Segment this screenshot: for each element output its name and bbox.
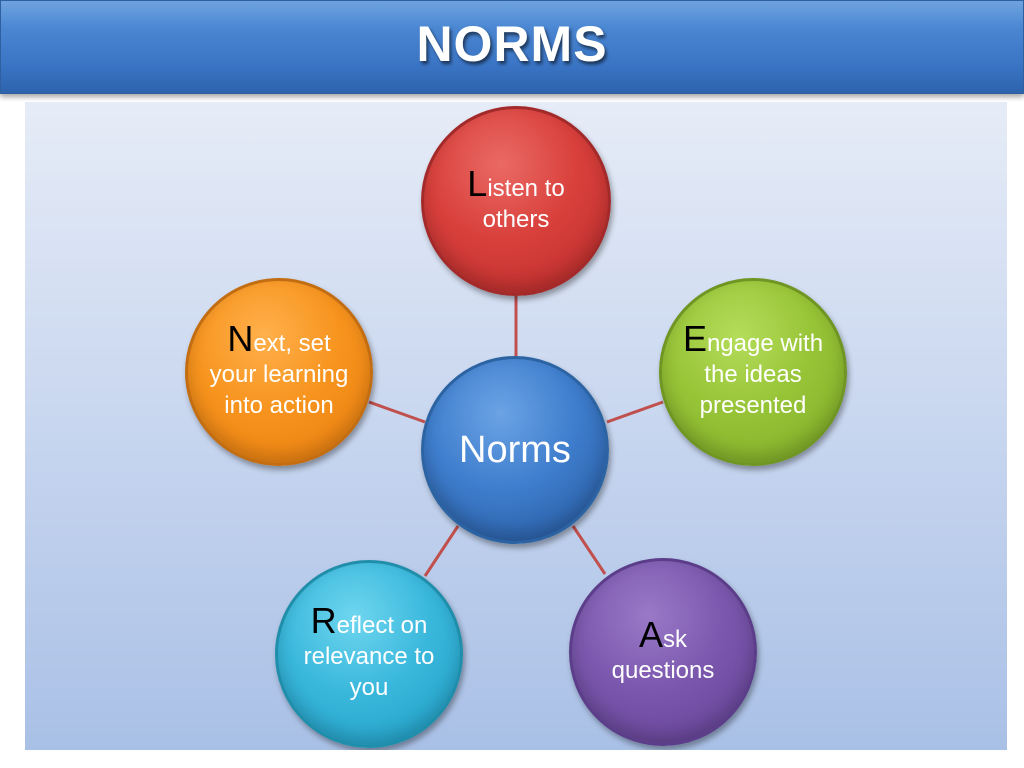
node-listen: Listen to others xyxy=(421,106,611,296)
node-next: Next, set your learning into action xyxy=(185,278,373,466)
node-text: ext, set your learning into action xyxy=(209,330,349,419)
node-text: isten to others xyxy=(482,174,565,233)
connector-bottom-right xyxy=(571,525,607,575)
node-text: eflect on relevance to you xyxy=(303,612,435,701)
title-bar: NORMS xyxy=(0,0,1024,94)
center-label: Norms xyxy=(459,428,571,471)
diagram-panel: Listen to others Next, set your learning… xyxy=(25,102,1007,750)
node-ask: Ask questions xyxy=(569,558,757,746)
node-engage: Engage with the ideas presented xyxy=(659,278,847,466)
connector-bottom-left xyxy=(423,525,460,577)
node-initial: E xyxy=(682,318,707,359)
node-text: sk questions xyxy=(611,625,715,684)
connector-right xyxy=(606,400,664,424)
node-initial: L xyxy=(467,162,488,204)
node-initial: N xyxy=(227,318,254,359)
node-initial: A xyxy=(638,613,663,655)
node-initial: R xyxy=(310,600,337,641)
node-center: Norms xyxy=(421,356,609,544)
connector-lines xyxy=(368,296,664,577)
slide-title: NORMS xyxy=(416,16,608,72)
node-text: ngage with the ideas presented xyxy=(699,330,824,419)
node-reflect: Reflect on relevance to you xyxy=(275,560,463,748)
connector-left xyxy=(368,400,426,424)
